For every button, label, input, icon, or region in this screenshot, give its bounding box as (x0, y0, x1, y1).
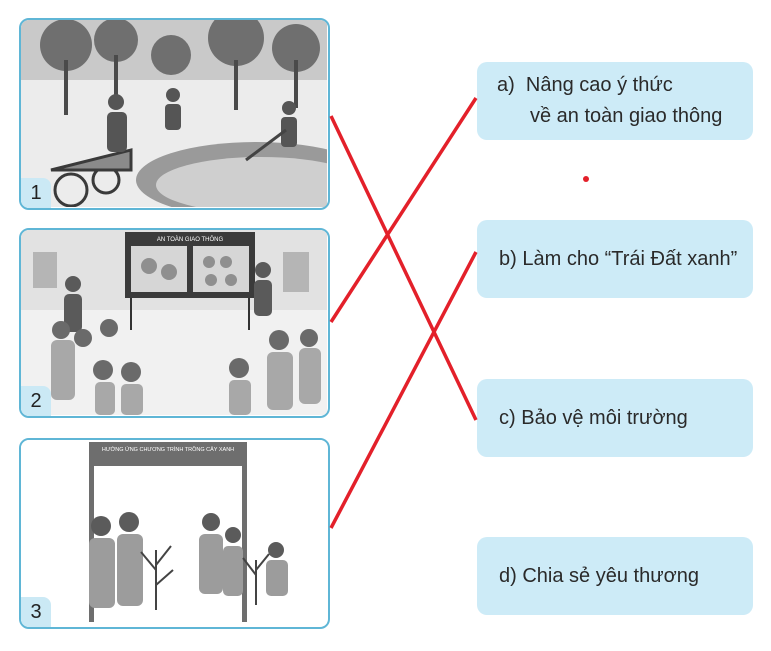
picture-1-number: 1 (21, 178, 51, 208)
park-cleaning-illustration-icon (21, 20, 327, 207)
picture-3-panel: HƯỞNG ỨNG CHƯƠNG TRÌNH TRỒNG CÂY XANH 3 (19, 438, 330, 629)
picture-3-number: 3 (21, 597, 51, 627)
board-title: AN TOÀN GIAO THÔNG (157, 236, 224, 243)
option-b[interactable]: b) Làm cho “Trái Đất xanh” (477, 220, 753, 298)
option-b-label: b) (499, 247, 517, 270)
option-a[interactable]: a) Nâng cao ý thức về an toàn giao thông (477, 62, 753, 140)
option-a-label: a) (497, 74, 515, 96)
match-line-2-a (329, 97, 478, 323)
option-c-label: c) (499, 406, 516, 429)
option-a-line1: Nâng cao ý thức (525, 74, 673, 96)
banner-title: HƯỞNG ỨNG CHƯƠNG TRÌNH TRỒNG CÂY XANH (102, 446, 234, 453)
option-c-line1: Bảo vệ môi trường (521, 406, 688, 429)
picture-2-number: 2 (21, 386, 51, 416)
option-b-line1: Làm cho “Trái Đất xanh” (522, 247, 738, 270)
tree-planting-illustration-icon: HƯỞNG ỨNG CHƯƠNG TRÌNH TRỒNG CÂY XANH (21, 440, 327, 626)
picture-1-panel: 1 (19, 18, 330, 210)
picture-2-panel: AN TOÀN GIAO THÔNG 2 (19, 228, 330, 418)
traffic-safety-class-illustration-icon: AN TOÀN GIAO THÔNG (21, 230, 327, 415)
option-c[interactable]: c) Bảo vệ môi trường (477, 379, 753, 457)
red-dot-mark (583, 176, 589, 182)
option-d[interactable]: d) Chia sẻ yêu thương (477, 537, 753, 615)
option-a-line2: về an toàn giao thông (530, 105, 723, 127)
match-line-3-b (329, 251, 478, 529)
match-line-1-c (329, 115, 478, 421)
option-d-line1: Chia sẻ yêu thương (522, 564, 699, 587)
option-d-label: d) (499, 564, 517, 587)
